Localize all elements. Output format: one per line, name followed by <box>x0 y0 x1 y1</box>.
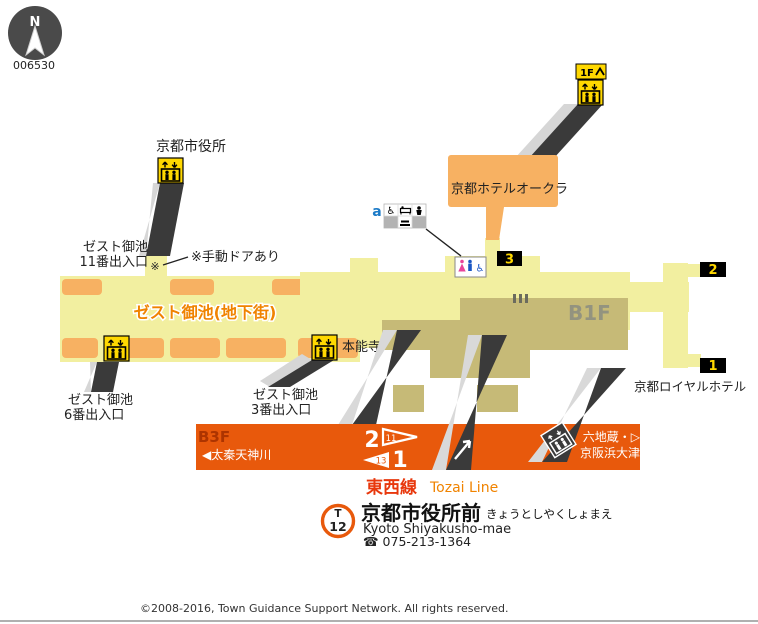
toilet-sign: ♿ <box>454 256 487 278</box>
hall-floor <box>350 258 378 278</box>
royal-hotel-label: 京都ロイヤルホテル <box>634 379 746 394</box>
line-name-ja: 東西線 <box>366 477 417 498</box>
floor-1f-label: 1F <box>580 68 594 79</box>
zest3-exit-label-line1: ゼスト御池 <box>253 388 318 403</box>
copyright: ©2008-2016, Town Guidance Support Networ… <box>140 602 509 615</box>
manual-door-note: ※手動ドアあり <box>191 250 280 265</box>
exit2-badge: 2 <box>700 262 726 278</box>
station-code-number: 12 <box>329 519 346 534</box>
b1f-label: B1F <box>568 301 611 325</box>
b3f-label: B3F <box>198 428 230 446</box>
stair-band-highlight <box>84 362 97 392</box>
wheelchair-icon: ♿ <box>476 264 485 275</box>
stair-band-highlight <box>338 330 397 425</box>
zest3-exit-label-line2: 3番出入口 <box>251 403 311 418</box>
platform-stair-middle <box>432 335 507 470</box>
ostomate-icon <box>416 206 422 215</box>
hall-floor <box>358 300 384 348</box>
exit2-number: 2 <box>708 263 717 278</box>
exit-corridor <box>145 256 167 277</box>
exit2-corridor <box>686 264 701 277</box>
east-corridor <box>663 263 688 368</box>
facility-legend: a ♿ <box>372 203 462 257</box>
zest6-exit-label-line2: 6番出入口 <box>64 408 124 423</box>
stair-band <box>352 330 421 425</box>
exit3-number: 3 <box>505 253 514 268</box>
direction-uzumasa-label: ◀太秦天神川 <box>202 447 271 462</box>
wheelchair-icon: ♿ <box>387 206 396 217</box>
station-phone: ☎ 075-213-1364 <box>363 534 471 549</box>
baby-chair-icon <box>400 220 410 226</box>
map-code: 006530 <box>13 59 55 72</box>
zest6-exit: ゼスト御池 6番出入口 <box>64 335 133 423</box>
track2-number: 2 <box>364 428 379 453</box>
zest11-exit-label-line1: ゼスト御池 <box>83 240 148 255</box>
asterisk-marker: ※ <box>150 260 159 273</box>
men-icon <box>468 259 472 271</box>
zest3-exit: 本能寺 ゼスト御池 3番出入口 <box>251 334 381 418</box>
legend-leader-line <box>425 228 462 257</box>
stair-band-highlight <box>432 335 482 470</box>
bottom-rule <box>0 620 758 622</box>
compass: N 006530 <box>8 6 62 72</box>
women-icon <box>458 259 466 272</box>
line-name-en: Tozai Line <box>429 480 498 496</box>
direction-rokujizo-label-line1: 六地蔵・▷ <box>583 430 641 444</box>
escalator-icon <box>103 335 130 362</box>
legend-marker-label: a <box>372 204 381 220</box>
stairs-mark-icon <box>513 294 528 303</box>
stair-band <box>146 183 184 256</box>
train-flag-right: 11 <box>381 427 418 447</box>
direction-rokujizo-label-line2: 京阪浜大津 <box>580 446 640 460</box>
escalator-icon <box>311 334 338 361</box>
stair-band <box>446 335 507 470</box>
escalator-icon <box>577 79 604 106</box>
compass-needle-icon <box>25 24 45 57</box>
hotel-okura-block <box>448 155 558 207</box>
hotel-okura-label: 京都ホテルオークラ <box>451 182 568 197</box>
baby-changing-bed-icon <box>399 206 412 215</box>
stair-band-highlight <box>139 183 160 256</box>
platform-stair-right <box>528 368 626 462</box>
stair-band-highlight <box>260 354 312 387</box>
hotel-okura-exit: 京都ホテルオークラ 1F <box>448 63 607 240</box>
city-hall-label: 京都市役所 <box>156 138 226 155</box>
zest6-exit-label-line1: ゼスト御池 <box>68 393 133 408</box>
station-name-en: Kyoto Shiyakusho-mae <box>363 522 511 537</box>
hotel-connector <box>486 207 504 240</box>
floor-1f-badge <box>575 63 607 80</box>
honnoji-label: 本能寺 <box>342 340 381 355</box>
note-leader-line <box>162 256 189 266</box>
escalator-arrow-icon <box>454 439 472 460</box>
track1-number: 1 <box>392 448 407 473</box>
train-flag-right-number: 11 <box>386 434 397 444</box>
exit1-badge: 1 <box>700 358 726 374</box>
exit1-number: 1 <box>708 359 717 374</box>
station-info: 東西線 Tozai Line T 12 京都市役所前 きょうとしやくしょまえ K… <box>320 477 612 549</box>
exit1-corridor <box>686 354 701 367</box>
up-arrow-icon <box>595 66 605 76</box>
zest11-exit-label-line2: 11番出入口 <box>79 255 148 270</box>
escalator-icon <box>157 157 184 184</box>
train-flag-left-number: 13 <box>376 457 387 467</box>
city-hall-exit: 京都市役所 <box>139 138 226 277</box>
station-code-letter: T <box>334 508 342 520</box>
stair-band <box>91 362 119 392</box>
stair-band <box>268 360 334 387</box>
exit3-badge: 3 <box>497 251 522 268</box>
train-flag-left: 13 <box>363 452 389 468</box>
compass-north-label: N <box>30 15 41 30</box>
platform-stair-left <box>338 330 421 425</box>
station-name-kana: きょうとしやくしょまえ <box>486 507 612 521</box>
station-name-ja: 京都市役所前 <box>361 501 481 525</box>
mall-label: ゼスト御池(地下街) <box>134 303 277 322</box>
station-code-badge <box>320 503 356 539</box>
hotel-link-corridor <box>485 238 500 258</box>
